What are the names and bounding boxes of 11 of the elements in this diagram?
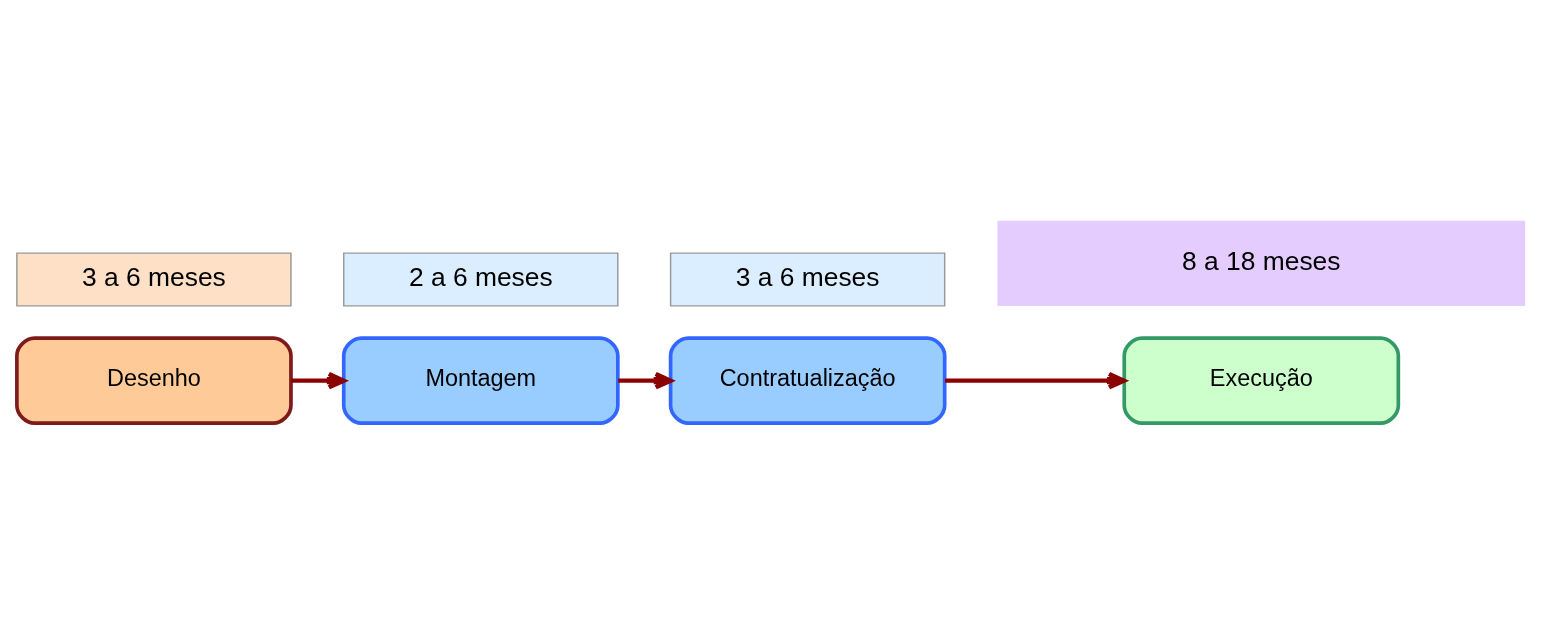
node-label: 2 a 6 meses (408, 261, 553, 292)
node-box: Desenho (15, 335, 293, 425)
node-label: 3 a 6 meses (735, 261, 880, 292)
arrow (291, 371, 346, 389)
arrow (944, 371, 1127, 389)
node-box: Montagem (341, 335, 620, 425)
label: 8 a 18 meses (1182, 245, 1341, 276)
node-box: Contratualização (668, 335, 947, 425)
node-label: 3 a 6 meses (82, 261, 226, 292)
node-box: Execução (1122, 335, 1401, 425)
arrow (618, 371, 673, 389)
